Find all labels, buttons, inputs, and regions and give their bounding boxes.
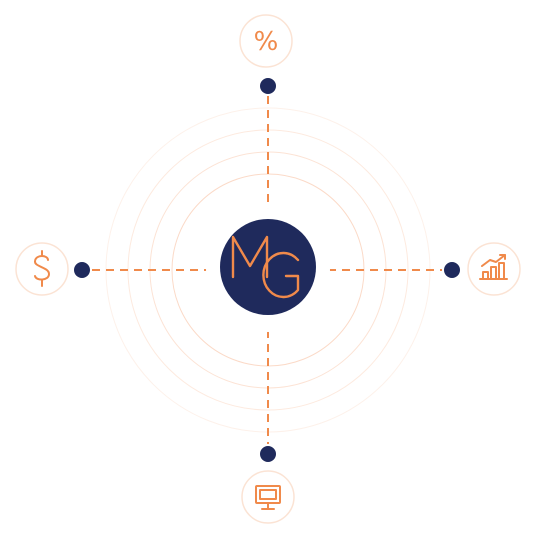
monitor-icon [255, 485, 281, 510]
mg-logo [231, 235, 300, 299]
dollar-icon [34, 250, 50, 287]
dot-right [444, 262, 460, 278]
connector-dots [74, 78, 460, 462]
dot-bottom [260, 446, 276, 462]
node-right-bg [467, 242, 521, 296]
hub [206, 208, 330, 332]
node-top-bg [239, 14, 293, 68]
node-bottom[interactable] [241, 470, 295, 524]
dot-top [260, 78, 276, 94]
percent-icon: % [254, 27, 279, 57]
node-left[interactable] [15, 242, 69, 296]
node-bottom-bg [241, 470, 295, 524]
connector-lines [92, 96, 442, 444]
growth-chart-icon [479, 254, 508, 280]
dot-left [74, 262, 90, 278]
node-right[interactable] [467, 242, 521, 296]
node-top[interactable]: % [239, 14, 293, 68]
node-left-bg [15, 242, 69, 296]
